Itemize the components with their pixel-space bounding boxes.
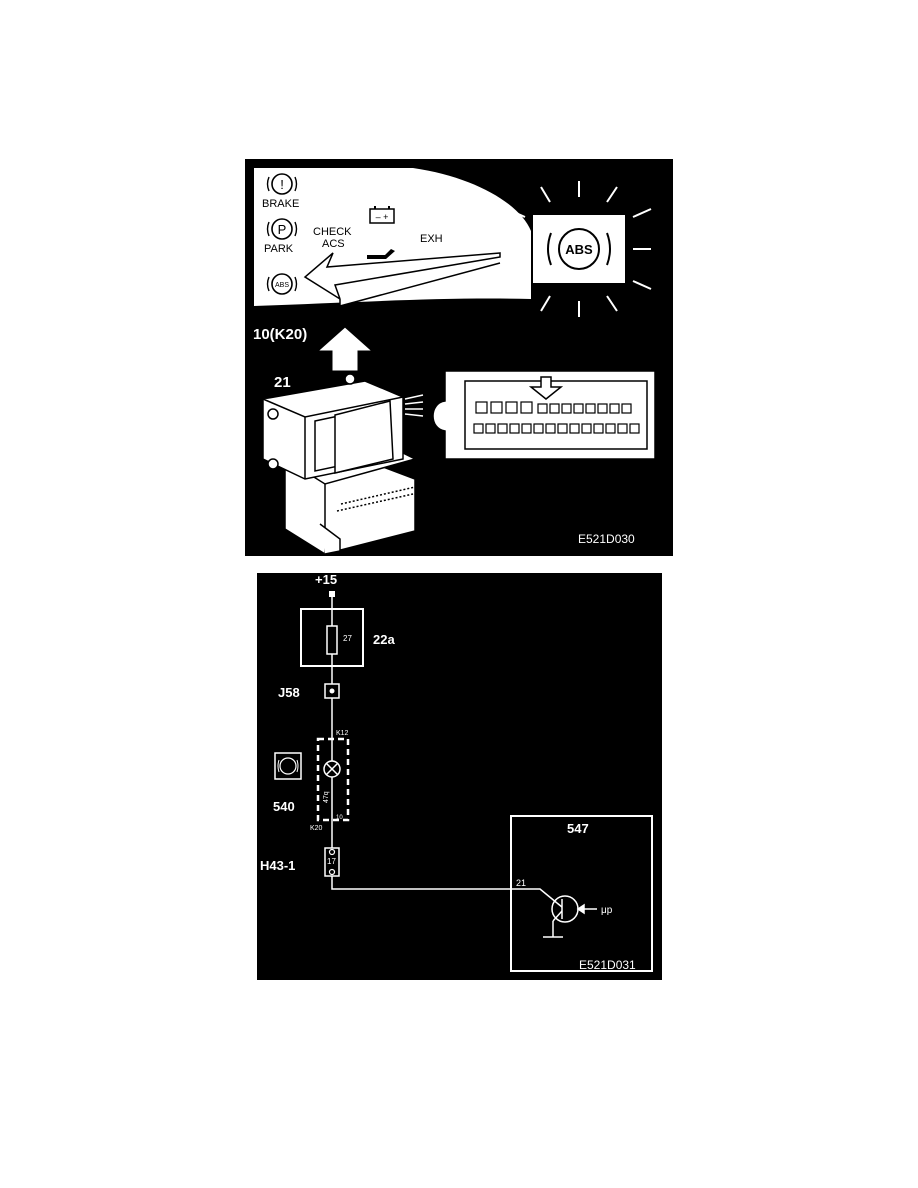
ecu-box	[510, 815, 653, 972]
abs-symbol-icon	[274, 752, 302, 780]
abs-warning-lamp-figure: ! BRAKE P PARK ABS – + CHECK ACS EXH	[245, 159, 673, 556]
oil-pressure-icon	[367, 249, 395, 259]
up-arrow	[316, 326, 374, 372]
connector-label: 21	[274, 374, 291, 391]
check-label: CHECK	[313, 226, 352, 238]
abs-small-icon: ABS	[266, 273, 298, 295]
fuse-number: 27	[343, 634, 352, 643]
lamp-component-label: 540	[273, 799, 295, 814]
indicator-arrow	[303, 252, 501, 301]
exh-label: EXH	[420, 233, 443, 245]
svg-text:ABS: ABS	[565, 242, 593, 257]
connector-pin: 17	[327, 857, 336, 866]
supply-terminal	[329, 591, 335, 597]
connector-pin-view	[432, 370, 656, 460]
junction-label: J58	[278, 685, 300, 700]
lamp-pin-small: 10	[336, 815, 343, 821]
abs-lamp-icon: ABS	[533, 215, 625, 283]
svg-text:ABS: ABS	[275, 282, 289, 289]
park-label: PARK	[264, 243, 294, 255]
fuse-icon	[326, 625, 338, 655]
lamp-pin-bottom: K20	[310, 825, 323, 832]
battery-warning-icon: – +	[369, 206, 395, 224]
circuit-wire	[331, 597, 558, 904]
brake-warning-icon: !	[266, 173, 298, 195]
ecu-label: 547	[567, 821, 589, 836]
connector-label: H43-1	[260, 858, 295, 873]
wiring-diagram-figure: +15 27 22a J58 K12 47q 10 K20 540 H43-1	[257, 573, 662, 980]
brake-label: BRAKE	[262, 198, 299, 210]
supply-label: +15	[315, 573, 337, 587]
pin-label: 10(K20)	[253, 326, 307, 343]
svg-text:– +: – +	[376, 212, 389, 222]
lamp-icon	[323, 760, 341, 778]
lamp-pin-top: K12	[336, 730, 349, 737]
microprocessor-label: μp	[601, 905, 613, 916]
transistor-icon	[543, 895, 597, 938]
figure-code: E521D031	[579, 958, 636, 972]
park-warning-icon: P	[266, 218, 298, 240]
pin-pointer-arrow	[528, 376, 564, 400]
lamp-ref: 47q	[323, 791, 330, 803]
ecu-pin: 21	[516, 878, 526, 888]
lamp-rays	[506, 181, 652, 317]
lamp-module-box	[316, 737, 350, 822]
svg-text:!: !	[280, 177, 284, 192]
svg-text:P: P	[278, 222, 287, 237]
fuse-box-label: 22a	[373, 632, 395, 647]
figure-code: E521D030	[578, 532, 635, 546]
acs-label: ACS	[322, 238, 345, 250]
control-module-connector	[262, 373, 424, 555]
